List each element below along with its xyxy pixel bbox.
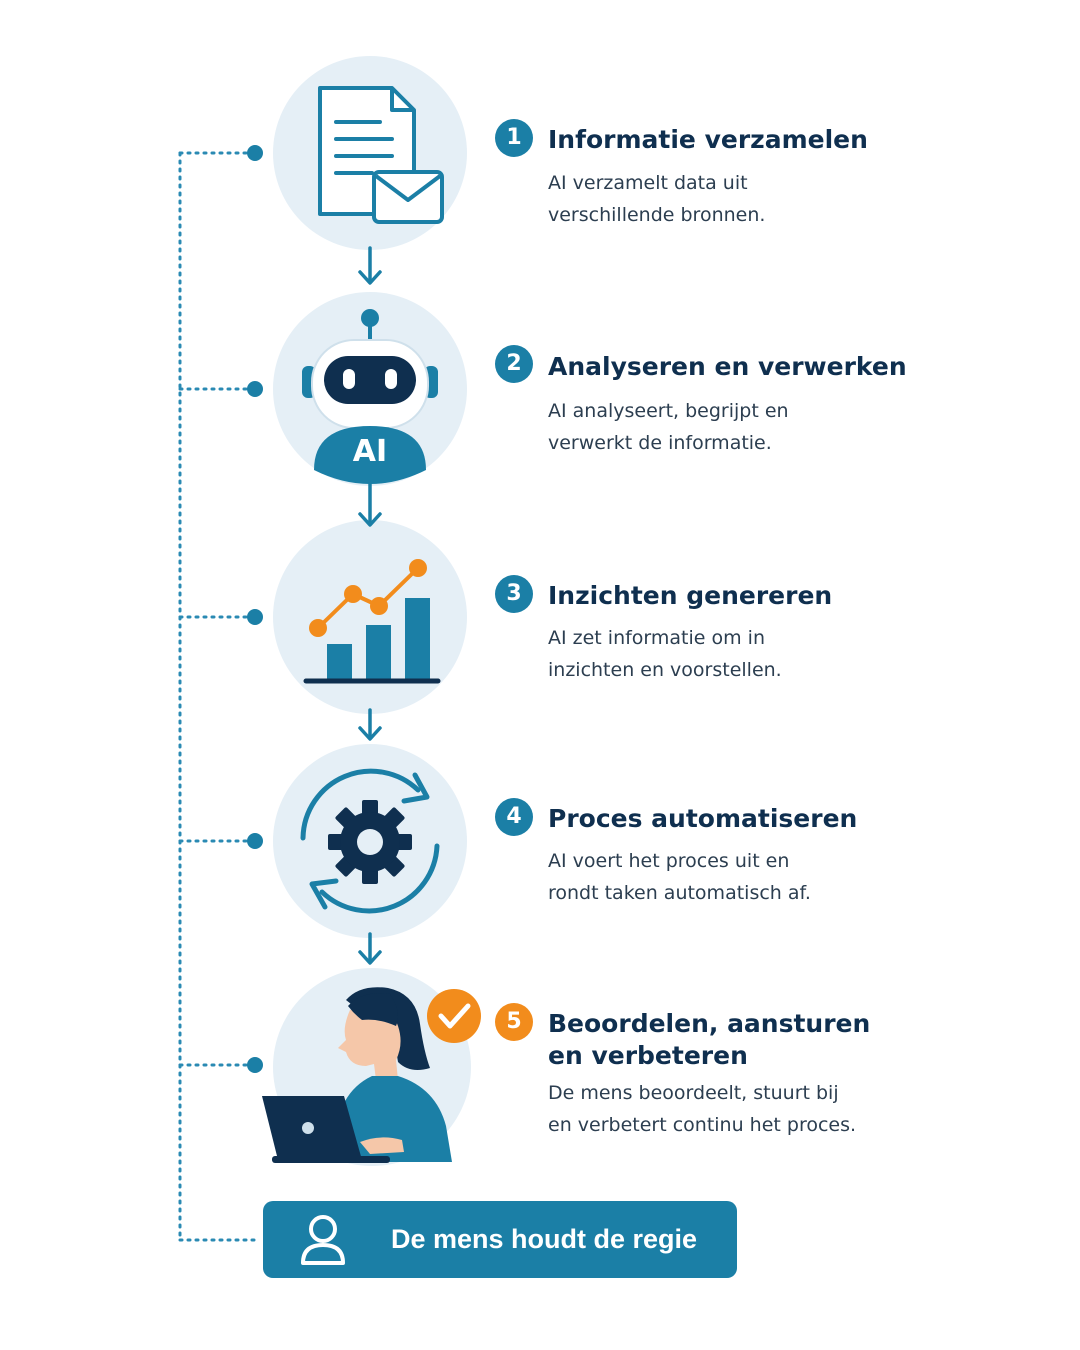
human-in-control-label: De mens houdt de regie: [391, 1224, 698, 1254]
step-5-description-line: en verbetert continu het proces.: [548, 1114, 857, 1136]
step-2-description-line: AI analyseert, begrijpt en: [548, 400, 789, 422]
step-1-number-badge: 1: [495, 119, 533, 157]
step-1-title-line: Informatie verzamelen: [548, 125, 868, 154]
step-1-title: Informatie verzamelen: [548, 124, 948, 156]
step-2-description-line: verwerkt de informatie.: [548, 432, 772, 454]
step-3-title: Inzichten genereren: [548, 580, 948, 612]
connector-dot: [247, 609, 263, 625]
connector-dot: [247, 833, 263, 849]
step-4-description-line: AI voert het proces uit en: [548, 850, 790, 872]
step-5-description: De mens beoordeelt, stuurt bij en verbet…: [548, 1077, 908, 1141]
connector-dot: [247, 145, 263, 161]
user-icon: [301, 1215, 345, 1265]
step-1-description-line: AI verzamelt data uit: [548, 172, 748, 194]
step-1-description: AI verzamelt data uit verschillende bron…: [548, 167, 908, 231]
step-5-title-line: Beoordelen, aansturen: [548, 1009, 871, 1038]
robot-ai-label: AI: [352, 434, 388, 469]
step-3-description-line: AI zet informatie om in: [548, 627, 766, 649]
arrow-down-icon: [358, 482, 382, 527]
step-2-description: AI analyseert, begrijpt en verwerkt de i…: [548, 395, 908, 459]
step-4-number-badge: 4: [495, 798, 533, 836]
step-5-title: Beoordelen, aansturen en verbeteren: [548, 1008, 948, 1072]
step-4-title-line: Proces automatiseren: [548, 804, 858, 833]
step-4-description-line: rondt taken automatisch af.: [548, 882, 811, 904]
step-5-number-badge: 5: [495, 1003, 533, 1041]
step-2-title: Analyseren en verwerken: [548, 351, 948, 383]
step-5-description-line: De mens beoordeelt, stuurt bij: [548, 1082, 839, 1104]
step-3-title-line: Inzichten genereren: [548, 581, 833, 610]
arrow-down-icon: [358, 932, 382, 965]
human-in-control-button[interactable]: De mens houdt de regie: [263, 1201, 737, 1278]
step-2-number-badge: 2: [495, 345, 533, 383]
step-3-description-line: inzichten en voorstellen.: [548, 659, 782, 681]
step-4-title: Proces automatiseren: [548, 803, 948, 835]
step-2-title-line: Analyseren en verwerken: [548, 352, 907, 381]
connector-dot: [247, 1057, 263, 1073]
step-3-description: AI zet informatie om in inzichten en voo…: [548, 622, 908, 686]
step-4-description: AI voert het proces uit en rondt taken a…: [548, 845, 908, 909]
arrow-down-icon: [358, 246, 382, 285]
step-5-title-line: en verbeteren: [548, 1041, 748, 1070]
connector-dot: [247, 381, 263, 397]
step-3-number-badge: 3: [495, 575, 533, 613]
arrow-down-icon: [358, 708, 382, 741]
step-1-description-line: verschillende bronnen.: [548, 204, 766, 226]
